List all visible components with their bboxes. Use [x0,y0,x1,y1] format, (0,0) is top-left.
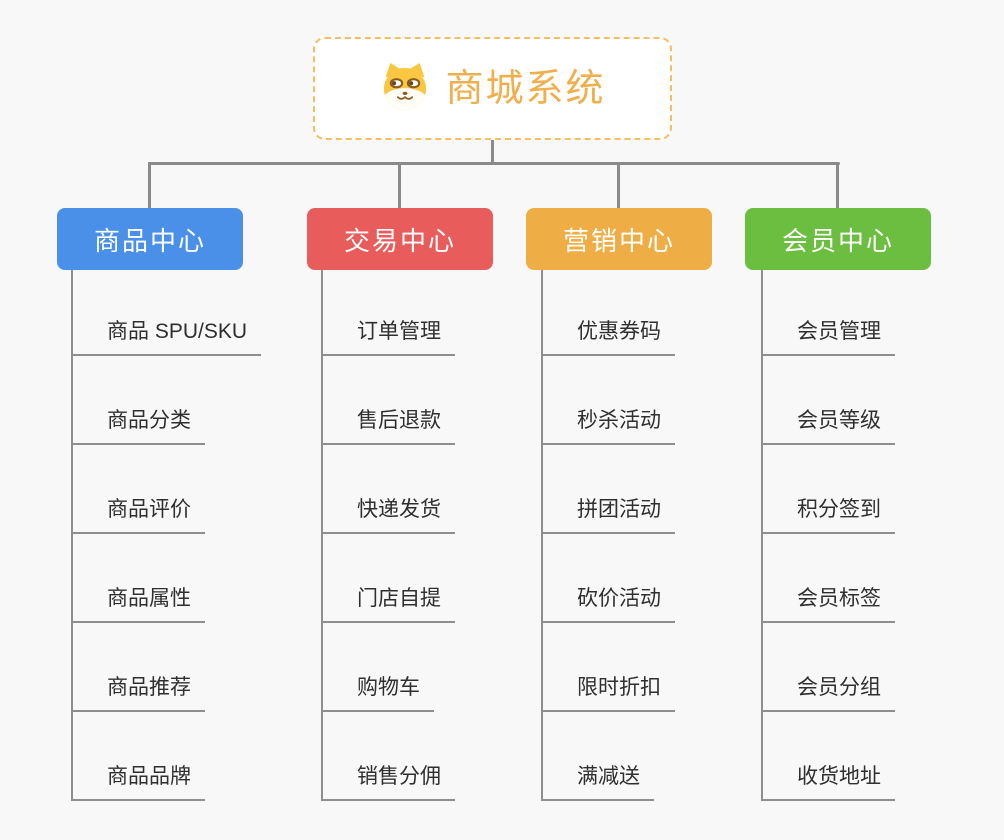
leaf-node[interactable]: 砍价活动 [541,587,675,623]
branch-node-trade-center[interactable]: 交易中心 [307,208,493,270]
shiba-dog-icon [379,62,431,116]
leaf-node[interactable]: 售后退款 [321,409,455,445]
leaf-node[interactable]: 商品分类 [71,409,205,445]
leaf-node[interactable]: 满减送 [541,765,654,801]
root-node-mall-system[interactable]: 商城系统 [313,37,672,140]
leaf-node[interactable]: 商品品牌 [71,765,205,801]
leaf-node[interactable]: 会员等级 [761,409,895,445]
leaf-node[interactable]: 销售分佣 [321,765,455,801]
connector-drop-marketing [617,162,620,208]
leaf-node[interactable]: 优惠券码 [541,320,675,356]
leaf-node[interactable]: 商品推荐 [71,676,205,712]
branch-node-product-center[interactable]: 商品中心 [57,208,243,270]
root-title: 商城系统 [445,67,606,110]
leaf-node[interactable]: 秒杀活动 [541,409,675,445]
leaf-node[interactable]: 商品评价 [71,498,205,534]
connector-drop-product [148,162,151,208]
leaf-node[interactable]: 商品属性 [71,587,205,623]
branch-trunk-member [761,270,763,800]
branch-trunk-product [71,270,73,800]
leaf-node[interactable]: 商品 SPU/SKU [71,320,262,356]
leaf-node[interactable]: 订单管理 [321,320,455,356]
leaf-node[interactable]: 购物车 [321,676,434,712]
leaf-node[interactable]: 会员标签 [761,587,895,623]
connector-drop-member [836,162,839,208]
connector-root-stub [491,140,494,164]
leaf-node[interactable]: 会员管理 [761,320,895,356]
leaf-node[interactable]: 限时折扣 [541,676,675,712]
leaf-node[interactable]: 收货地址 [761,765,895,801]
branch-trunk-trade [321,270,323,800]
leaf-node[interactable]: 会员分组 [761,676,895,712]
leaf-node[interactable]: 拼团活动 [541,498,675,534]
leaf-node[interactable]: 门店自提 [321,587,455,623]
leaf-node[interactable]: 快递发货 [321,498,455,534]
connector-horizontal-bar [148,162,840,165]
leaf-node[interactable]: 积分签到 [761,498,895,534]
branch-node-member-center[interactable]: 会员中心 [745,208,931,270]
connector-drop-trade [398,162,401,208]
branch-node-marketing-center[interactable]: 营销中心 [526,208,712,270]
branch-trunk-marketing [541,270,543,800]
